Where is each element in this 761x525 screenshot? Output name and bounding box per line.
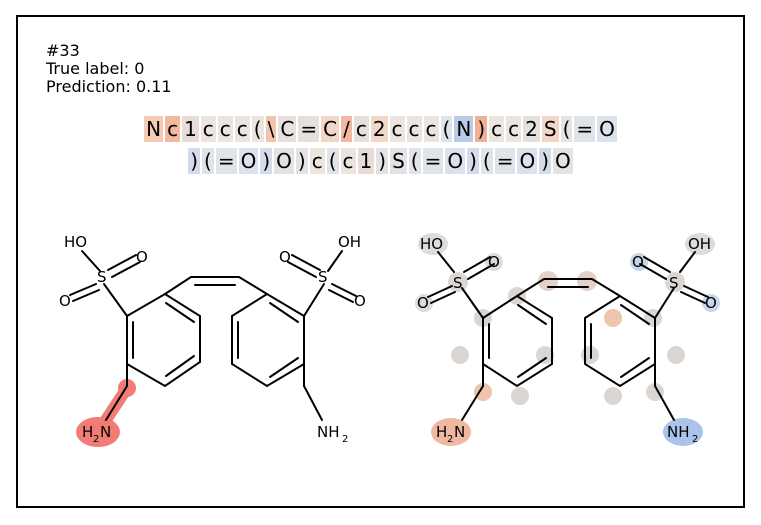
smiles-token: =	[574, 116, 596, 142]
smiles-token: c	[353, 116, 369, 142]
smiles-token: 1	[182, 116, 199, 142]
smiles-token: \	[265, 116, 277, 142]
smiles-token: )	[188, 148, 200, 174]
highlight-nh2-right-r	[663, 418, 703, 446]
atom-labels-right: HO O O S OH O O S H 2 N NH 2	[417, 235, 717, 445]
smiles-token: (	[560, 116, 573, 142]
ring-left-a	[126, 292, 201, 388]
smiles-token: C	[321, 116, 340, 142]
smiles-token: c	[389, 116, 405, 142]
smiles-token: O	[238, 148, 259, 174]
smiles-token: )	[475, 116, 488, 142]
label-ho: HO	[64, 233, 87, 251]
ring-right-a	[482, 294, 553, 388]
smiles-token: O	[517, 148, 538, 174]
label-nh2-n: N	[100, 423, 111, 441]
label-ho: HO	[420, 235, 443, 253]
label-o: O	[488, 253, 500, 271]
smiles-token: /	[341, 116, 352, 142]
label-nh2-h: H	[82, 423, 93, 441]
smiles-token: c	[340, 148, 356, 174]
smiles-token: 1	[357, 148, 375, 174]
smiles-token: c	[309, 148, 325, 174]
smiles-token: (	[480, 148, 493, 174]
smiles-token: c	[489, 116, 505, 142]
smiles-token: (	[251, 116, 264, 142]
molecule-left	[69, 250, 357, 447]
smiles-token: )	[539, 148, 552, 174]
smiles-token: )	[260, 148, 273, 174]
true-label: True label: 0	[46, 59, 145, 78]
smiles-token: c	[506, 116, 522, 142]
smiles-token: N	[144, 116, 164, 142]
smiles-token: )	[295, 148, 308, 174]
smiles-token: =	[298, 116, 320, 142]
label-s: S	[453, 274, 463, 292]
prediction: Prediction: 0.11	[46, 77, 172, 96]
label-s: S	[669, 274, 679, 292]
smiles-token: c	[423, 116, 439, 142]
ring-right-b	[584, 294, 656, 388]
smiles-token: =	[215, 148, 237, 174]
atom-labels-left: HO O O S OH O O S H 2 N NH 2	[59, 233, 366, 445]
label-nh2-sub: 2	[447, 434, 453, 445]
smiles-token: C	[278, 116, 297, 142]
smiles-token: (	[408, 148, 421, 174]
smiles-token: (	[326, 148, 339, 174]
label-o: O	[417, 294, 429, 312]
label-oh: OH	[338, 233, 361, 251]
label-nh2-h: H	[436, 423, 447, 441]
label-o: O	[632, 253, 644, 271]
label-o: O	[354, 292, 366, 310]
sample-id: #33	[46, 41, 80, 60]
smiles-token: 2	[370, 116, 388, 142]
smiles-token: c	[406, 116, 422, 142]
smiles-token: 2	[523, 116, 540, 142]
attribution-highlights-right	[415, 233, 720, 446]
label-o: O	[59, 292, 71, 310]
smiles-token: c	[234, 116, 250, 142]
header: #33 True label: 0 Prediction: 0.11	[46, 42, 172, 96]
figure-frame	[16, 15, 745, 508]
smiles-token: c	[217, 116, 233, 142]
smiles-token: )	[376, 148, 389, 174]
label-nh2-right-sub: 2	[342, 434, 348, 445]
smiles-token: =	[494, 148, 516, 174]
smiles-token: O	[553, 148, 573, 174]
smiles-token: N	[454, 116, 474, 142]
label-nh2-right-sub: 2	[692, 434, 698, 445]
smiles-token: S	[541, 116, 559, 142]
label-nh2-right: NH	[317, 423, 340, 441]
smiles-token: O	[597, 116, 617, 142]
label-o: O	[705, 294, 717, 312]
label-nh2-sub: 2	[93, 434, 99, 445]
label-o: O	[279, 248, 291, 266]
label-nh2-n: N	[454, 423, 465, 441]
molecule-right: HO O O S OH O O S H 2 N NH 2	[415, 233, 720, 446]
smiles-token: =	[422, 148, 444, 174]
smiles-token: c	[200, 116, 216, 142]
label-nh2-right: NH	[667, 423, 690, 441]
ring-left-b	[231, 292, 305, 388]
smiles-token: O	[445, 148, 466, 174]
smiles-token: c	[165, 116, 181, 142]
label-s: S	[97, 268, 107, 286]
label-oh: OH	[688, 235, 711, 253]
label-o: O	[136, 248, 148, 266]
smiles-token: S	[390, 148, 407, 174]
highlight-nh2-left-r	[431, 418, 471, 446]
smiles-token: O	[274, 148, 294, 174]
label-s: S	[318, 268, 328, 286]
smiles-token: (	[202, 148, 214, 174]
smiles-token: (	[440, 116, 453, 142]
smiles-token: )	[467, 148, 479, 174]
